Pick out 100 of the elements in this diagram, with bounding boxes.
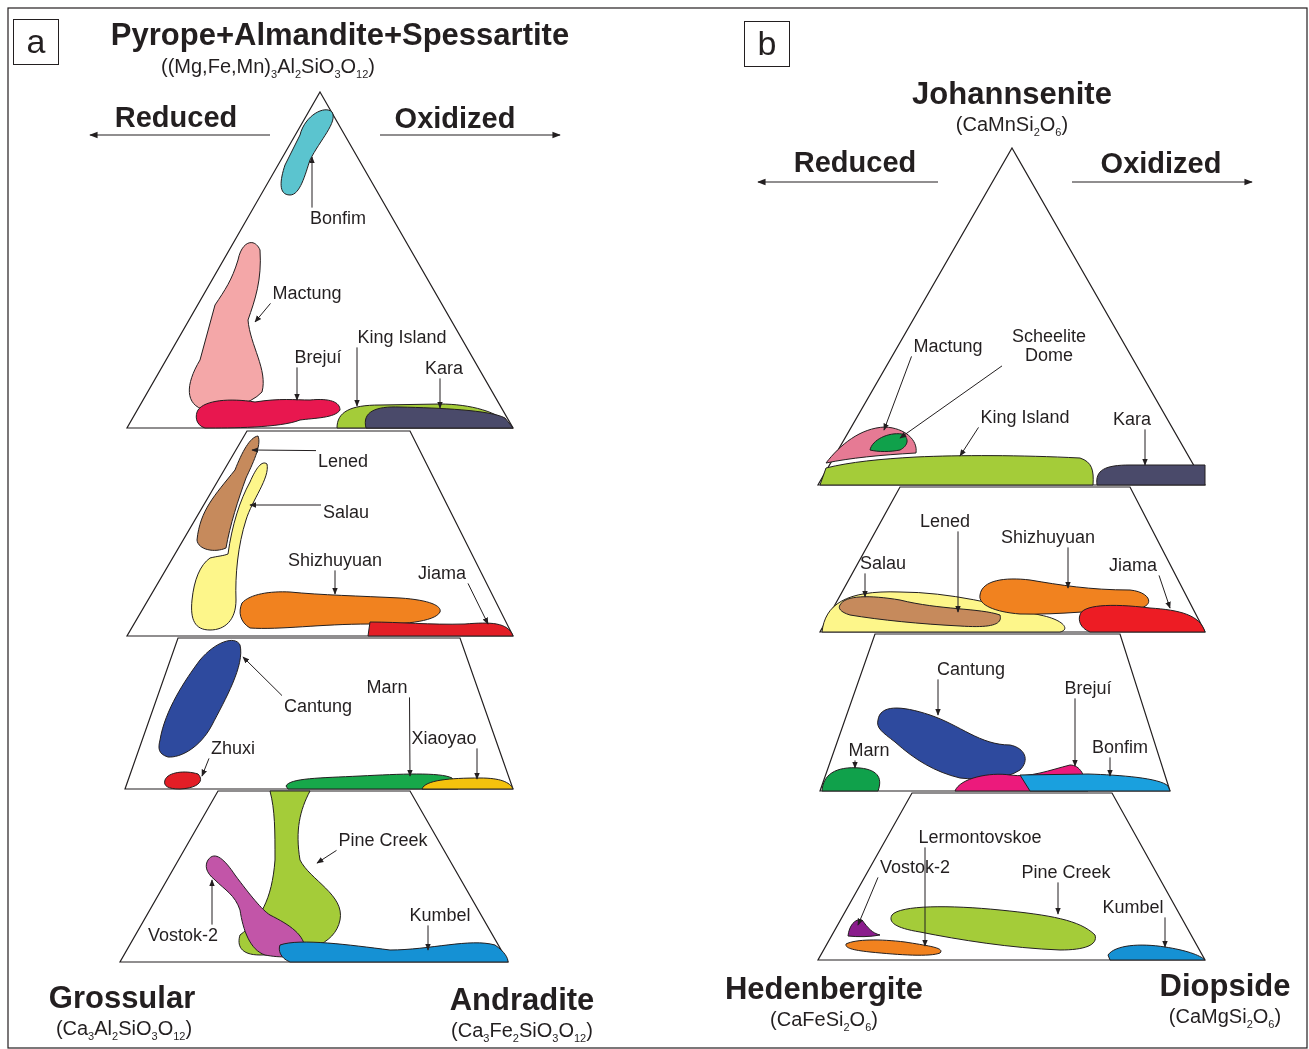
deposit-label: Cantung bbox=[936, 659, 1006, 679]
composition-field bbox=[336, 403, 514, 429]
panel-letter: a bbox=[13, 19, 59, 65]
mineral-name: Pyrope+Almandite+Spessartite bbox=[110, 18, 570, 52]
composition-field bbox=[1096, 464, 1206, 486]
leader-line bbox=[1065, 546, 1071, 589]
composition-field bbox=[845, 939, 942, 956]
composition-field bbox=[819, 455, 1094, 486]
leader-line bbox=[201, 757, 210, 777]
composition-field bbox=[847, 919, 881, 938]
composition-field bbox=[188, 242, 264, 411]
deposit-label: Lened bbox=[317, 451, 369, 471]
leader-line bbox=[316, 849, 337, 864]
composition-field bbox=[191, 462, 268, 631]
leader-line bbox=[242, 656, 283, 697]
leader-line bbox=[209, 879, 215, 926]
deposit-label: Jiama bbox=[1109, 555, 1157, 575]
axis-label: Oxidized bbox=[1100, 147, 1222, 179]
composition-field bbox=[367, 621, 514, 637]
composition-field bbox=[1107, 944, 1206, 961]
leader-line bbox=[425, 924, 431, 951]
composition-field bbox=[195, 399, 341, 429]
composition-field bbox=[838, 596, 1001, 628]
formula: (Ca$_{3}$Al$_{2}$SiO$_{3}$O$_{12}$) bbox=[55, 1017, 193, 1043]
deposit-label: Jiama bbox=[418, 563, 466, 583]
leader-line bbox=[1162, 916, 1168, 948]
deposit-label: Vostok-2 bbox=[148, 925, 218, 945]
leader-line bbox=[1055, 881, 1061, 915]
deposit-label: Xiaoyao bbox=[411, 728, 477, 748]
composition-field bbox=[1078, 604, 1206, 633]
deposit-label: King Island bbox=[980, 407, 1070, 427]
deposit-label: Lermontovskoe bbox=[918, 827, 1042, 847]
composition-field bbox=[364, 406, 514, 429]
deposit-label: Kumbel bbox=[409, 905, 471, 925]
composition-field bbox=[979, 578, 1150, 615]
mineral-name: Andradite bbox=[449, 983, 595, 1017]
leader-line bbox=[857, 876, 879, 926]
deposit-label: Brejuí bbox=[294, 347, 342, 367]
mineral-name: Diopside bbox=[1159, 969, 1291, 1003]
deposit-label: Bonfim bbox=[310, 208, 366, 228]
leader-line bbox=[251, 447, 317, 453]
mineral-name: Hedenbergite bbox=[724, 972, 924, 1006]
composition-field bbox=[164, 771, 202, 790]
composition-field bbox=[239, 591, 441, 629]
leader-line bbox=[959, 426, 979, 457]
composition-field bbox=[1019, 773, 1171, 792]
formula: (Ca$_{3}$Fe$_{2}$SiO$_{3}$O$_{12}$) bbox=[451, 1019, 593, 1045]
formula: (CaMnSi$_{2}$O$_{6}$) bbox=[955, 113, 1069, 139]
deposit-label: Kumbel bbox=[1102, 897, 1164, 917]
deposit-label: Kara bbox=[425, 358, 463, 378]
leader-line bbox=[294, 366, 300, 401]
axis-label: Reduced bbox=[114, 101, 238, 133]
deposit-label: Bonfim bbox=[1092, 737, 1148, 757]
composition-field bbox=[890, 906, 1096, 951]
leader-line bbox=[899, 365, 1003, 439]
leader-line bbox=[852, 759, 858, 769]
panel-letter: b bbox=[744, 21, 790, 67]
deposit-label: Zhuxi bbox=[211, 738, 255, 758]
deposit-label: Kara bbox=[1113, 409, 1151, 429]
axis-label: Reduced bbox=[793, 146, 917, 178]
deposit-label: Shizhuyuan bbox=[287, 550, 383, 570]
leader-line bbox=[354, 346, 360, 407]
leader-line bbox=[1072, 697, 1078, 767]
deposit-label: Brejuí bbox=[1064, 678, 1112, 698]
leader-line bbox=[862, 572, 868, 598]
composition-field bbox=[196, 435, 260, 551]
leader-line bbox=[437, 377, 443, 409]
leader-line bbox=[309, 156, 315, 209]
composition-field bbox=[869, 433, 908, 452]
mineral-name: Johannsenite bbox=[912, 77, 1112, 111]
deposit-label: Pine Creek bbox=[1021, 862, 1111, 882]
leader-line bbox=[332, 569, 338, 595]
axis-label: Oxidized bbox=[394, 102, 516, 134]
deposit-label: Mactung bbox=[272, 283, 342, 303]
leader-line bbox=[254, 302, 271, 323]
composition-field bbox=[278, 941, 509, 963]
leader-line bbox=[955, 530, 961, 613]
deposit-label: Mactung bbox=[913, 336, 983, 356]
leader-line bbox=[1158, 574, 1171, 609]
deposit-label: Vostok-2 bbox=[880, 857, 950, 877]
leader-line bbox=[1107, 756, 1113, 777]
deposit-label: Marn bbox=[366, 677, 408, 697]
deposit-label: Salau bbox=[860, 553, 906, 573]
deposit-label: King Island bbox=[357, 327, 447, 347]
composition-field bbox=[421, 777, 514, 790]
leader-line bbox=[883, 355, 912, 431]
leader-line bbox=[249, 502, 322, 508]
formula: (CaMgSi$_{2}$O$_{6}$) bbox=[1168, 1005, 1282, 1031]
deposit-label: Cantung bbox=[283, 696, 353, 716]
deposit-label: Lened bbox=[919, 511, 971, 531]
leader-line bbox=[467, 582, 489, 625]
leader-line bbox=[474, 747, 480, 780]
mineral-name: Grossular bbox=[48, 981, 196, 1015]
formula: (CaFeSi$_{2}$O$_{6}$) bbox=[770, 1008, 878, 1034]
deposit-label: Shizhuyuan bbox=[1000, 527, 1096, 547]
composition-field bbox=[821, 767, 881, 792]
leader-line bbox=[935, 678, 941, 716]
deposit-label: Pine Creek bbox=[338, 830, 428, 850]
deposit-label: Scheelite Dome bbox=[1004, 327, 1094, 365]
leader-line bbox=[922, 846, 928, 947]
